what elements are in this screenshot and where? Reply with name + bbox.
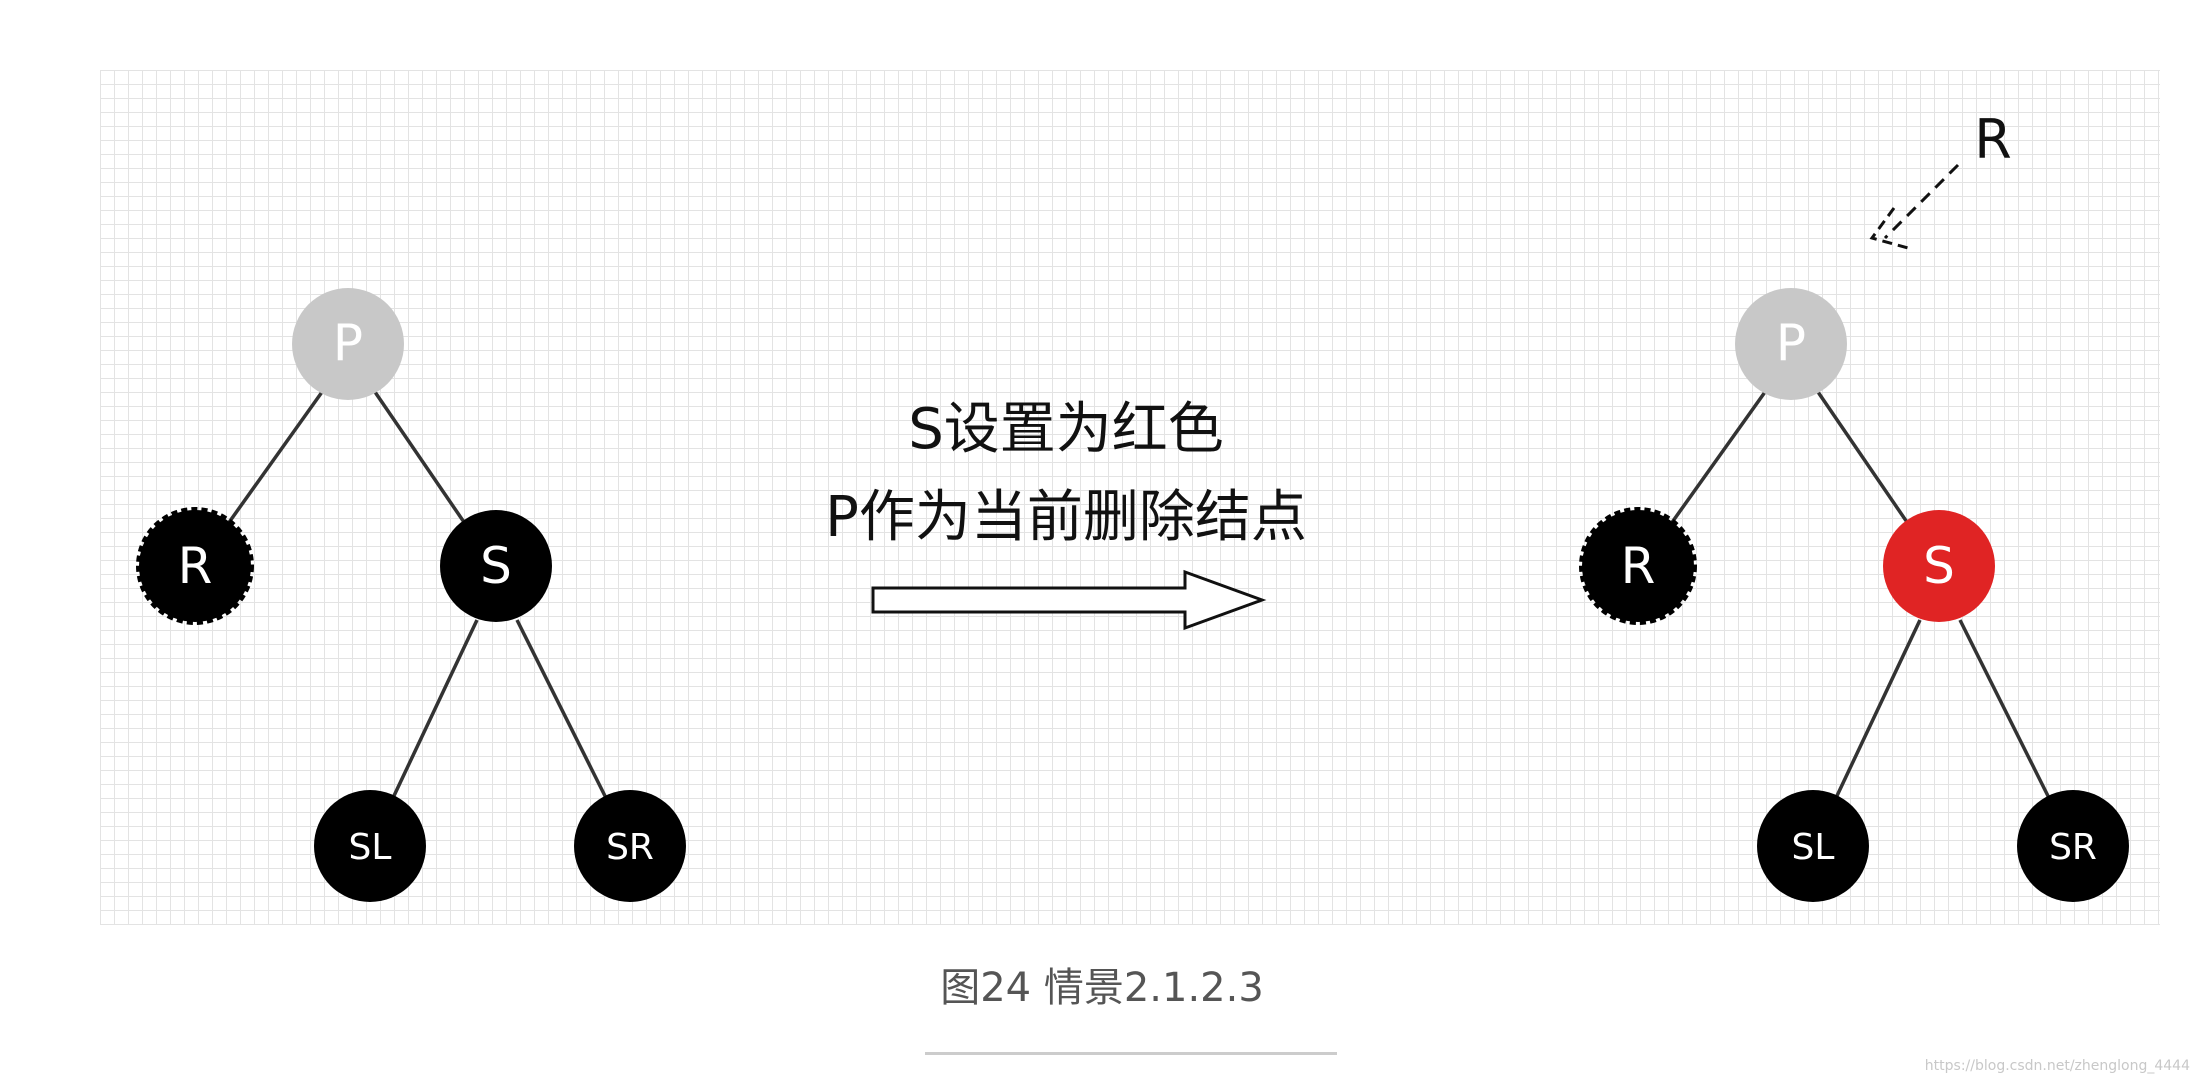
node-sl-label: SL bbox=[349, 827, 392, 868]
node-s bbox=[440, 510, 552, 622]
pointer-label: R bbox=[1974, 108, 2012, 171]
dashed-arrow-head-icon bbox=[1869, 207, 1909, 250]
after-tree: P R S SL SR R bbox=[1579, 108, 2129, 902]
node-r-label: R bbox=[178, 537, 213, 595]
edge-p-r-after bbox=[1666, 390, 1767, 530]
edge-p-s bbox=[373, 391, 470, 529]
node-p-after bbox=[1735, 288, 1847, 400]
watermark: https://blog.csdn.net/zhenglong_4444 bbox=[1924, 1058, 2190, 1074]
node-p-label: P bbox=[333, 314, 363, 372]
node-sr-label: SR bbox=[606, 827, 654, 868]
dashed-pointer-line bbox=[1883, 163, 1960, 240]
caption-divider bbox=[925, 1052, 1337, 1055]
grid-background bbox=[100, 70, 2160, 925]
edge-p-s-after bbox=[1816, 391, 1913, 529]
node-sr bbox=[574, 790, 686, 902]
before-tree: P R S SL SR bbox=[136, 288, 686, 902]
transition: S设置为红色 P作为当前删除结点 bbox=[825, 397, 1307, 631]
right-arrow-icon bbox=[871, 569, 1267, 631]
edge-s-sl-after bbox=[1833, 619, 1922, 801]
node-s-after-label: S bbox=[1923, 537, 1955, 595]
node-s-label: S bbox=[480, 537, 512, 595]
node-sr-after bbox=[2017, 790, 2129, 902]
node-p bbox=[292, 288, 404, 400]
edge-s-sr bbox=[515, 619, 609, 801]
figure-caption: 图24 情景2.1.2.3 bbox=[940, 965, 1264, 1011]
edge-s-sl bbox=[390, 619, 479, 801]
transition-text-line2: P作为当前删除结点 bbox=[825, 485, 1307, 550]
edge-s-sr-after bbox=[1958, 619, 2052, 801]
node-sr-after-label: SR bbox=[2049, 827, 2097, 868]
node-r-after-label: R bbox=[1621, 537, 1656, 595]
edge-p-r bbox=[223, 390, 324, 530]
node-sl bbox=[314, 790, 426, 902]
node-sl-after-label: SL bbox=[1792, 827, 1835, 868]
node-sl-after bbox=[1757, 790, 1869, 902]
transition-text-line1: S设置为红色 bbox=[908, 397, 1224, 462]
node-r bbox=[136, 507, 254, 625]
node-s-after bbox=[1883, 510, 1995, 622]
node-r-after bbox=[1579, 507, 1697, 625]
node-p-after-label: P bbox=[1776, 314, 1806, 372]
